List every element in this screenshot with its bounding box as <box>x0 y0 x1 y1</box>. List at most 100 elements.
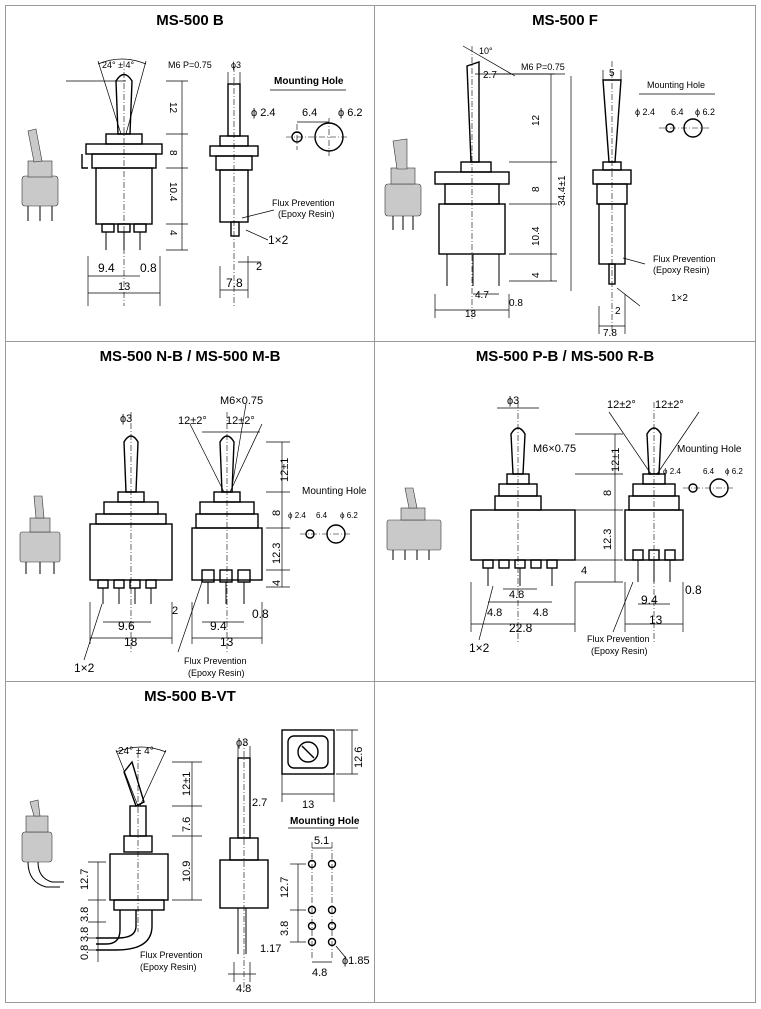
dim-4: 4 <box>531 272 542 278</box>
front-view <box>434 45 572 321</box>
panel-title: MS-500 N-B / MS-500 M-B <box>99 348 281 365</box>
shaft-dia: ϕ3 <box>236 737 248 749</box>
dim-12pm1: 12±1 <box>279 458 291 482</box>
switch-photo <box>21 799 64 888</box>
flux-label: Flux Prevention <box>184 656 247 666</box>
epoxy-label: (Epoxy Resin) <box>278 209 335 219</box>
switch-photo <box>384 138 422 230</box>
ms500b-drawing: 24° ± 4° M6 P=0.75 ϕ3 Mounting Hole ϕ 2.… <box>21 58 363 306</box>
panel-ms500pb-rb: MS-500 P-B / MS-500 R-B <box>374 341 756 682</box>
thread-label: M6×0.75 <box>533 443 576 455</box>
dim-13: 13 <box>302 799 314 811</box>
epoxy-label: (Epoxy Resin) <box>140 962 197 972</box>
mounting-hole-detail <box>270 89 348 156</box>
dim-9-6: 9.6 <box>118 619 135 633</box>
dim-8: 8 <box>167 150 178 156</box>
panel-ms500b: MS-500 B <box>5 5 375 342</box>
dim-8: 8 <box>531 186 542 192</box>
dim-10-4: 10.4 <box>167 182 178 202</box>
angle-right: 12±2° <box>655 399 684 411</box>
top-view <box>281 729 358 802</box>
pin-hole-dia: ϕ1.85 <box>342 955 370 967</box>
mounting-hole-title: Mounting Hole <box>274 76 344 87</box>
hole-dia-small: ϕ 2.4 <box>288 511 306 520</box>
hole-dia-small: ϕ 2.4 <box>635 107 655 117</box>
dim-12-3: 12.3 <box>271 543 283 564</box>
dim-4-8-hole: 4.8 <box>312 967 327 979</box>
mounting-hole-title: Mounting Hole <box>677 444 742 455</box>
angle-left: 12±2° <box>607 399 636 411</box>
switch-photo <box>386 487 442 560</box>
ms500bvt-drawing: 24° ± 4° ϕ3 12±1 7.6 10.9 12.7 3.8 3.8 0… <box>21 729 370 995</box>
dim-2: 2 <box>256 261 262 273</box>
dim-0-8: 0.8 <box>252 607 269 621</box>
mounting-hole-detail <box>639 93 715 138</box>
dim-12-7-hole: 12.7 <box>279 877 291 898</box>
dim-34-4: 34.4±1 <box>557 175 568 206</box>
thread-label: M6 P=0.75 <box>521 62 565 72</box>
dim-13: 13 <box>220 635 234 649</box>
hole-spacing: 6.4 <box>302 107 317 119</box>
dim-0-8: 0.8 <box>140 261 157 275</box>
mounting-hole-detail <box>300 524 350 544</box>
dim-7-6: 7.6 <box>181 817 193 832</box>
panel-ms500f: MS-500 F <box>374 5 756 342</box>
hole-dia-large: ϕ 6.2 <box>695 107 715 117</box>
side-view <box>592 61 646 336</box>
ms500f-drawing: 10° 2.7 M6 P=0.75 5 Mounting Hole ϕ 2.4 … <box>384 45 716 339</box>
dim-4-7: 4.7 <box>475 290 489 301</box>
ms500pb-drawing: ϕ3 M6×0.75 12±2° 12±2° 12±1 8 12.3 4 Mou… <box>386 395 743 656</box>
shaft-dia: ϕ3 <box>120 413 132 425</box>
front-view <box>88 746 202 962</box>
shaft-dia: ϕ3 <box>231 60 241 70</box>
epoxy-label: (Epoxy Resin) <box>591 646 648 656</box>
angle-label: 10° <box>479 46 493 56</box>
dim-2-7: 2.7 <box>483 70 497 81</box>
dim-2-7: 2.7 <box>252 797 267 809</box>
dim-9-4: 9.4 <box>641 593 658 607</box>
dim-8: 8 <box>271 510 283 516</box>
dim-7-8: 7.8 <box>226 276 243 290</box>
dim-1x2: 1×2 <box>74 661 95 675</box>
dim-10-9: 10.9 <box>181 861 193 882</box>
panel-title: MS-500 B <box>156 12 224 29</box>
panel-empty <box>374 681 756 1003</box>
dim-12: 12 <box>531 114 542 126</box>
dim-4-8-top: 4.8 <box>509 589 524 601</box>
front-view <box>470 402 623 642</box>
dim-4: 4 <box>271 580 283 586</box>
hole-dia-large: ϕ 6.2 <box>725 467 743 476</box>
front-view <box>66 58 188 306</box>
flux-label: Flux Prevention <box>140 950 203 960</box>
dim-2: 2 <box>172 605 178 617</box>
angle-left: 12±2° <box>178 415 207 427</box>
panel-title: MS-500 P-B / MS-500 R-B <box>475 348 655 365</box>
dim-12-7: 12.7 <box>79 869 91 890</box>
flux-label: Flux Prevention <box>653 254 716 264</box>
angle-label: 24° ± 4° <box>118 746 154 757</box>
dim-0-8: 0.8 <box>509 298 523 309</box>
dim-7-8: 7.8 <box>603 328 617 339</box>
hole-spacing: 6.4 <box>316 511 328 520</box>
mounting-hole-detail <box>288 827 358 963</box>
dim-4: 4 <box>167 230 178 236</box>
hole-dia-large: ϕ 6.2 <box>340 511 358 520</box>
hole-spacing: 6.4 <box>703 467 715 476</box>
panel-ms500b-vt: MS-500 B-VT <box>5 681 375 1003</box>
mounting-hole-title: Mounting Hole <box>647 80 705 90</box>
dim-2: 2 <box>615 306 621 317</box>
dim-22-8: 22.8 <box>509 621 533 635</box>
side-view <box>219 740 269 992</box>
panel-title: MS-500 B-VT <box>144 688 236 705</box>
thread-label: M6 P=0.75 <box>168 60 212 70</box>
hole-dia-small: ϕ 2.4 <box>663 467 681 476</box>
dim-5-1: 5.1 <box>314 835 329 847</box>
dim-9-4: 9.4 <box>210 619 227 633</box>
dim-3-8-hole: 3.8 <box>279 921 291 936</box>
dim-3-8: 3.8 <box>79 907 91 922</box>
epoxy-label: (Epoxy Resin) <box>188 668 245 678</box>
dim-0-8: 0.8 <box>685 583 702 597</box>
mounting-hole-title: Mounting Hole <box>290 816 360 827</box>
dim-1x2: 1×2 <box>671 293 688 304</box>
dim-3-8-b: 3.8 <box>79 927 91 942</box>
